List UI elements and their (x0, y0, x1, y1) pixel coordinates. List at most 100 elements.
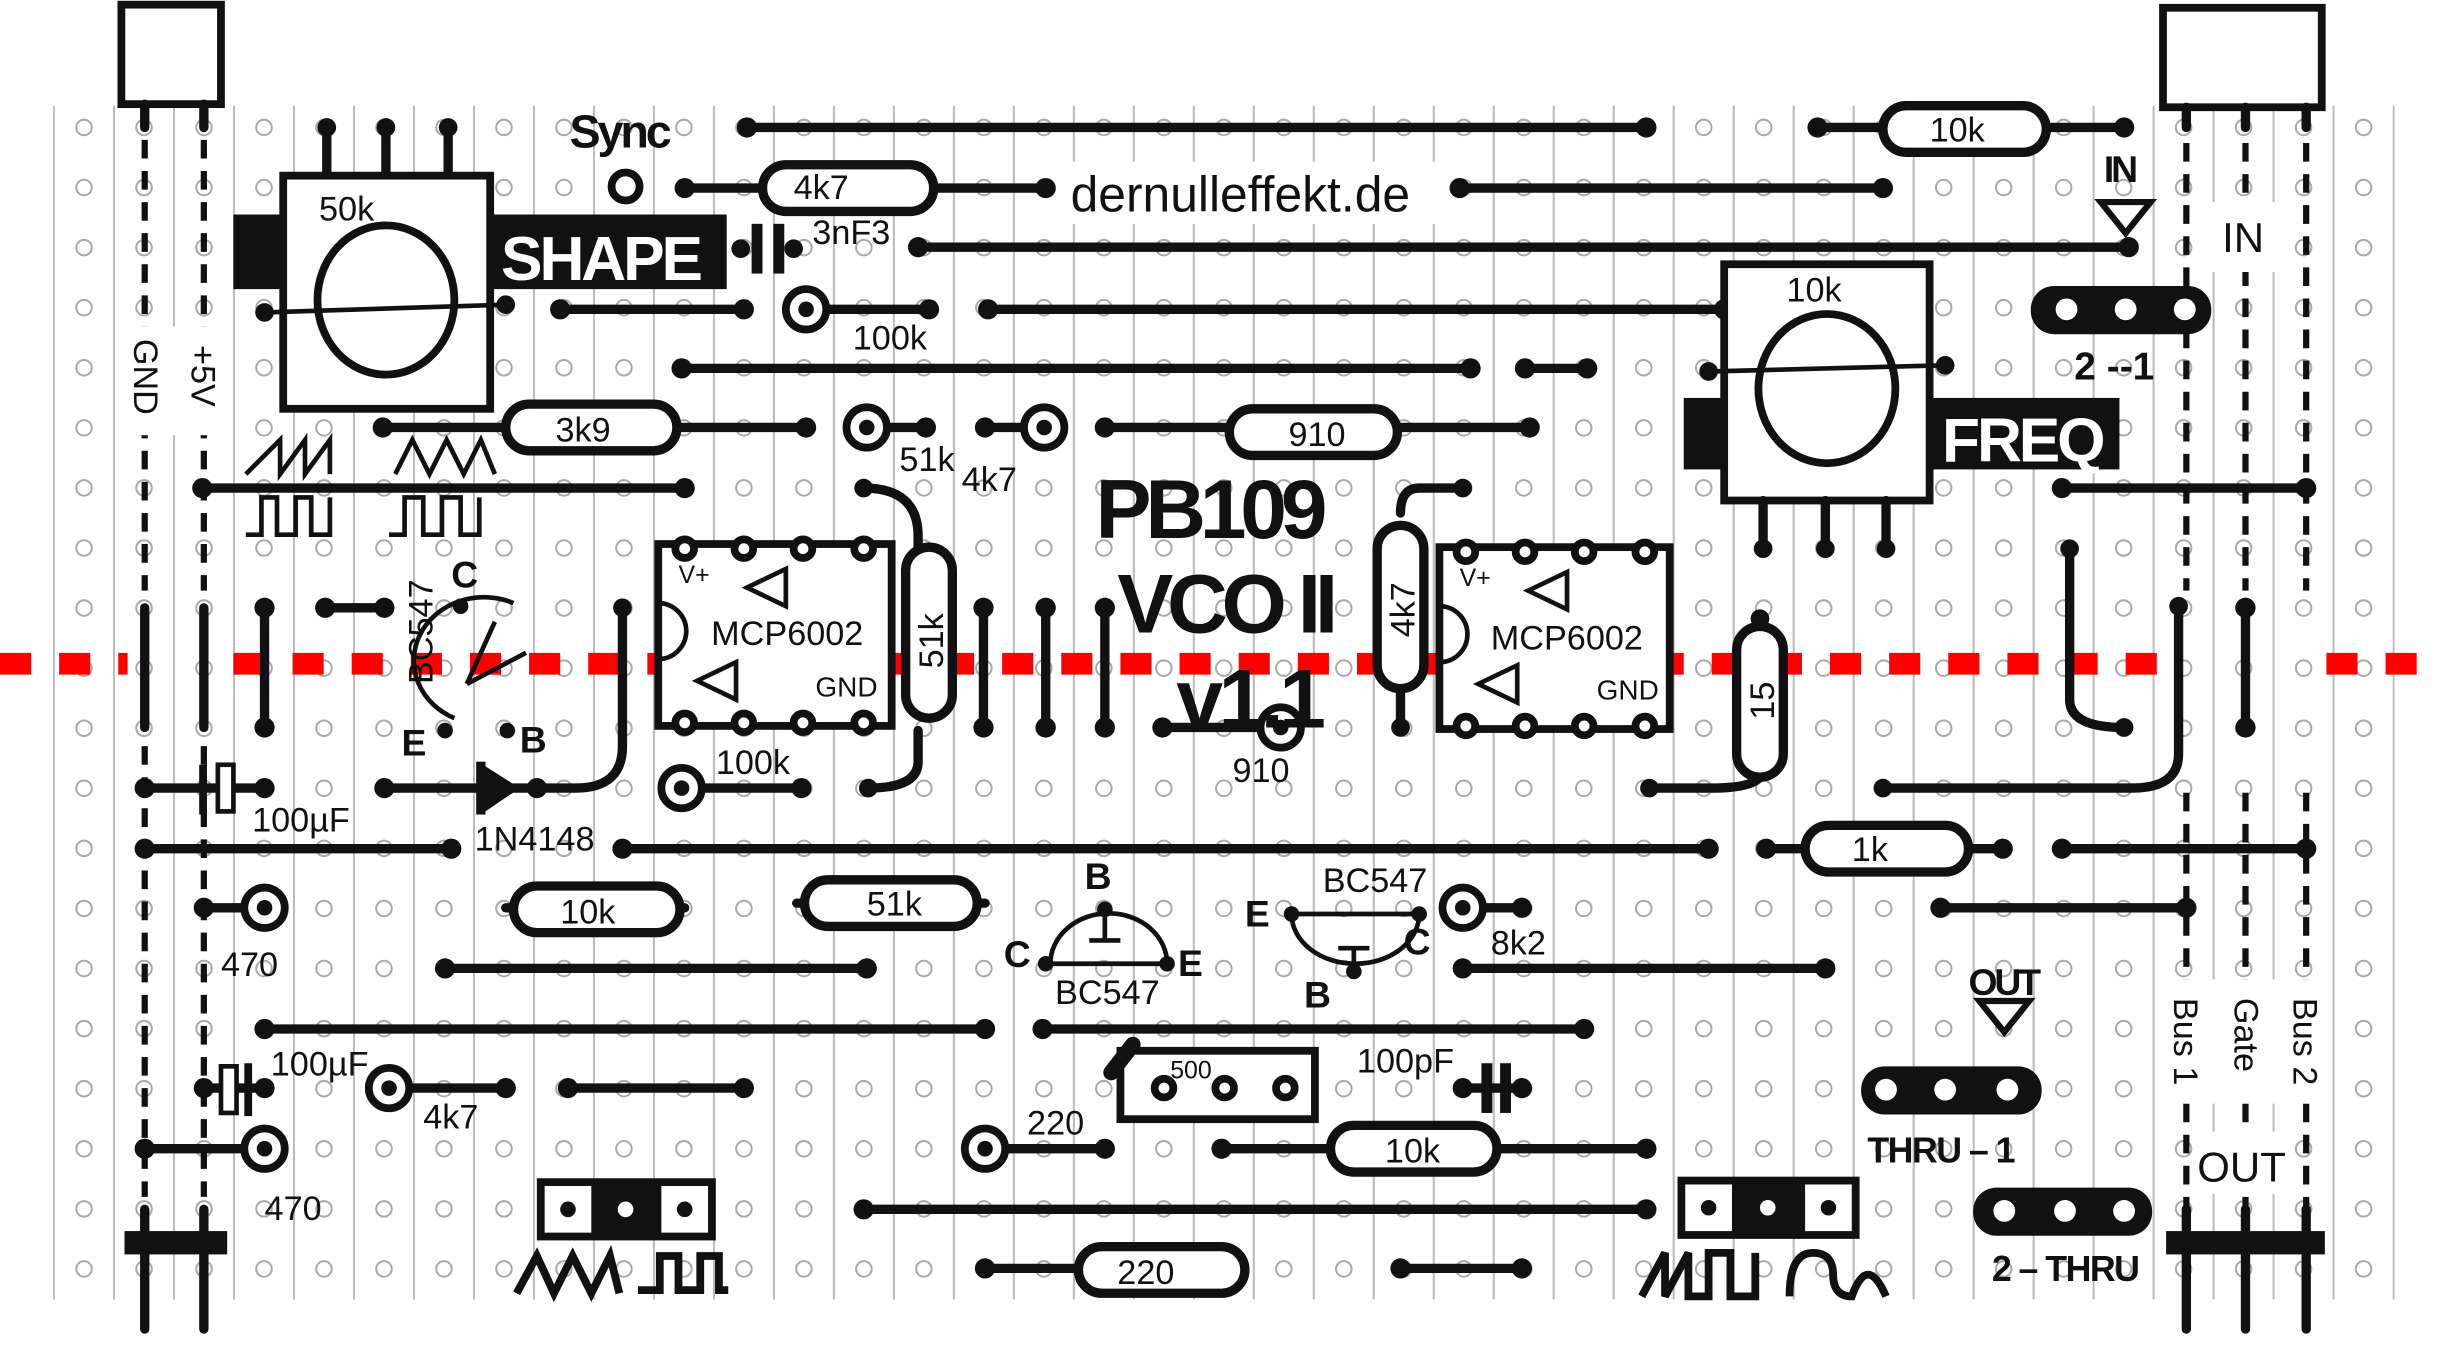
shape-potentiometer[interactable]: 50k SHAPE (233, 118, 727, 413)
collector-label: C (1404, 920, 1431, 962)
strip-hole (1694, 1140, 1713, 1158)
power-connector[interactable]: GND +5V (117, 0, 228, 1334)
solder-point (2113, 117, 2135, 138)
jumper-thru2[interactable]: 2 – THRU (1973, 1187, 2153, 1289)
strip-hole (2354, 419, 2373, 437)
solder-point (557, 1077, 579, 1099)
strip-hole (735, 479, 753, 497)
resistor-10k-b[interactable]: 10k (501, 881, 690, 938)
sync-input[interactable]: Sync (570, 106, 674, 205)
resistor-10k-top[interactable]: 10k (1878, 101, 2051, 157)
square-wave-icon (245, 495, 333, 538)
strip-hole (495, 1260, 513, 1278)
standing-resistor-910-b[interactable]: 910 (1232, 703, 1305, 790)
strip-hole (2354, 1019, 2373, 1038)
strip-hole (1574, 899, 1593, 918)
resistor-10k-c[interactable]: 10k (1325, 1120, 1502, 1177)
strip-hole (1155, 779, 1173, 798)
ic-name: MCP6002 (1491, 620, 1643, 658)
ic-mcp6002-right[interactable]: V+ MCP6002 GND (1435, 538, 1674, 740)
solder-point (978, 299, 999, 320)
jumper-in-select[interactable]: 2 --1 (2030, 286, 2212, 388)
strip-hole (2354, 959, 2373, 978)
jumper-waveform-left[interactable] (536, 1178, 716, 1241)
strip-hole (1874, 719, 1893, 738)
freq-potentiometer[interactable]: 10k FREQ (1683, 260, 2120, 559)
strip-hole (2114, 178, 2133, 197)
transistor-bc547-middle[interactable]: B C E BC547 (1004, 855, 1203, 1012)
solder-point (1511, 897, 1533, 918)
resistor-220-b[interactable]: 220 (1073, 1241, 1250, 1298)
strip-hole (1574, 419, 1593, 437)
solder-point (974, 417, 996, 438)
standing-resistor-470-b[interactable]: 470 (240, 1124, 322, 1229)
strip-hole (1215, 479, 1233, 497)
strip-hole (1994, 959, 2013, 978)
capacitor-3nf3[interactable]: 3nF3 (731, 214, 890, 274)
solder-point (736, 117, 758, 138)
strip-hole (315, 1079, 333, 1098)
strip-hole (1334, 1079, 1353, 1098)
standing-resistor-8k2[interactable]: 8k2 (1438, 883, 1546, 963)
strip-hole (315, 1140, 333, 1158)
strip-hole (315, 419, 333, 437)
strip-hole (1334, 1260, 1353, 1278)
square-wave-icon (638, 1252, 729, 1295)
strip-hole (255, 358, 273, 377)
standing-resistor-470-a[interactable]: 470 (221, 883, 289, 985)
jumper-thru1[interactable]: THRU – 1 (1861, 1066, 2042, 1171)
bus-connector-bottom[interactable]: Bus 1 Gate Bus 2 OUT (2166, 792, 2325, 1334)
resistor-3k9[interactable]: 3k9 (501, 399, 682, 456)
standing-resistor-220-a[interactable]: 220 (960, 1105, 1084, 1173)
solder-point (1930, 897, 1951, 918)
solder-point (2051, 477, 2072, 499)
solder-point (2051, 838, 2072, 859)
resistor-15-vertical[interactable]: 15 (1731, 609, 1788, 782)
strip-hole (1155, 1140, 1173, 1158)
jumper-waveform-right[interactable] (1677, 1176, 1860, 1239)
strip-hole (1754, 1019, 1773, 1038)
bus2-label: Bus 2 (2286, 998, 2324, 1085)
standing-resistor-51k-a[interactable]: 51k (842, 403, 956, 479)
strip-hole (555, 358, 573, 377)
standing-resistor-100k-a[interactable]: 100k (781, 285, 928, 358)
resistor-1k[interactable]: 1k (1800, 820, 1974, 877)
strip-hole (615, 358, 633, 377)
resistor-4k7-top[interactable]: 4k7 (757, 160, 939, 217)
strip-hole (1215, 899, 1233, 918)
solder-point (1032, 1018, 1053, 1040)
solder-point (1460, 358, 1481, 379)
standing-resistor-100k-b[interactable]: 100k (657, 744, 791, 813)
strip-hole (1155, 659, 1173, 677)
capacitor-100uf-a[interactable]: 100µF (199, 762, 350, 840)
strip-hole (315, 899, 333, 918)
transistor-bc547-right[interactable]: BC547 E C B (1245, 862, 1431, 1015)
diode-1n4148[interactable]: 1N4148 (475, 761, 595, 859)
strip-hole (75, 178, 93, 197)
resistor-label: 100k (853, 320, 928, 358)
capacitor-100uf-b[interactable]: 100µF (218, 1046, 369, 1117)
bus-connector-top[interactable]: IN (2159, 3, 2326, 591)
strip-hole (1334, 779, 1353, 798)
website-label: dernulleffekt.de (1071, 166, 1410, 222)
resistor-51k-vertical[interactable]: 51k (900, 542, 958, 723)
strip-hole (1035, 1079, 1053, 1098)
strip-hole (1394, 779, 1413, 798)
strip-hole (2114, 959, 2133, 978)
trimmer-500[interactable]: 500 (1103, 1036, 1319, 1124)
standing-resistor-4k7-b[interactable]: 4k7 (364, 1063, 479, 1137)
strip-hole (2054, 1079, 2073, 1098)
capacitor-100pf[interactable]: 100pF (1357, 1043, 1511, 1113)
solder-point (2235, 717, 2256, 738)
resistor-51k-b[interactable]: 51k (792, 875, 990, 932)
transistor-bc547-left[interactable]: C E B BC547 (401, 554, 546, 764)
collector-label: C (451, 554, 478, 596)
solder-point (671, 358, 692, 379)
strip-hole (2114, 539, 2133, 557)
resistor-4k7-vertical[interactable]: 4k7 (1372, 520, 1429, 694)
resistor-910-a[interactable]: 910 (1224, 404, 1403, 461)
ic-mcp6002-left[interactable]: V+ MCP6002 GND (654, 535, 896, 737)
solder-point (254, 777, 275, 799)
strip-hole (315, 539, 333, 557)
standing-resistor-4k7-a[interactable]: 4k7 (962, 403, 1069, 499)
